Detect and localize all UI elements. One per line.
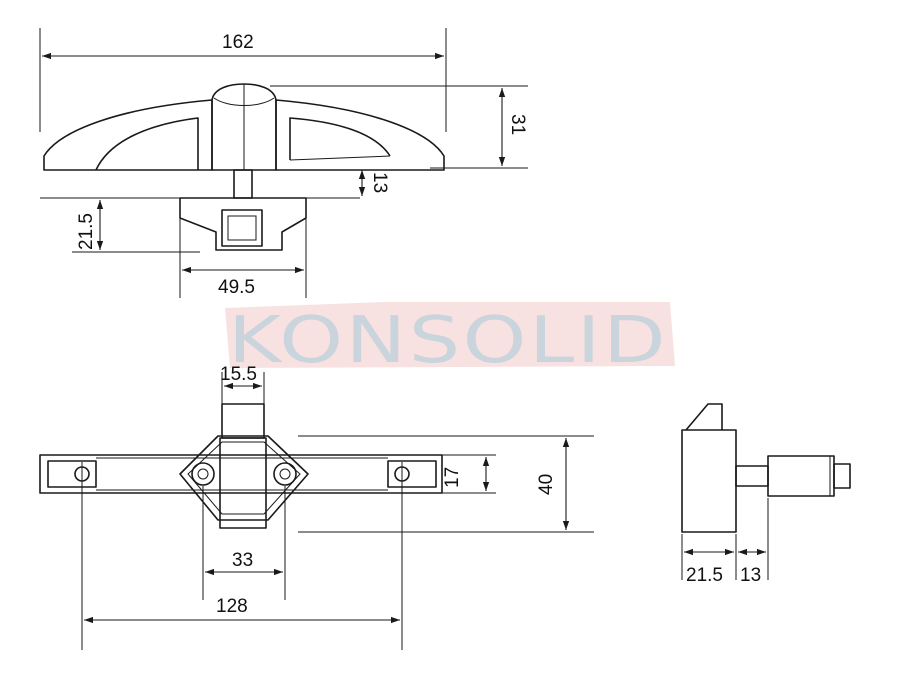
knob	[211, 83, 277, 171]
dim-label-screw-spacing: 33	[232, 550, 253, 571]
mounting-bar	[39, 454, 443, 494]
latch-body	[179, 435, 309, 521]
dim-label-side-pin-depth: 13	[740, 565, 761, 586]
plan-view: 15.5 17 40 33 128	[39, 364, 594, 650]
dim-label-shaft-gap: 13	[369, 172, 390, 193]
side-body	[681, 429, 737, 533]
side-pin-cap	[767, 455, 835, 497]
side-shaft	[735, 465, 769, 487]
watermark: KONSOLID	[225, 302, 675, 378]
dim-label-overall-length: 162	[222, 32, 254, 53]
side-latch-wedge	[685, 403, 723, 431]
dim-label-base-height: 21.5	[76, 213, 97, 250]
right-screw	[273, 462, 297, 486]
left-screw	[191, 462, 215, 486]
dim-label-body-height: 40	[536, 474, 557, 495]
top-view: 162 31 13 21.5 49.5	[39, 28, 528, 298]
dim-label-side-body-depth: 21.5	[686, 565, 723, 586]
shaft	[233, 169, 253, 199]
dim-label-bracket-height: 17	[442, 467, 463, 488]
dim-label-base-width: 49.5	[218, 277, 255, 298]
dim-label-latch-width: 15.5	[220, 364, 257, 385]
watermark-text: KONSOLID	[228, 304, 668, 378]
latch-tongue	[221, 403, 265, 439]
base-block	[179, 197, 307, 251]
dim-label-total-height: 31	[507, 114, 528, 135]
dim-label-hole-spacing: 128	[216, 596, 248, 617]
side-view: 21.5 13	[681, 403, 851, 586]
handle-outline	[43, 99, 213, 171]
watermark-accent-shape	[225, 302, 675, 368]
